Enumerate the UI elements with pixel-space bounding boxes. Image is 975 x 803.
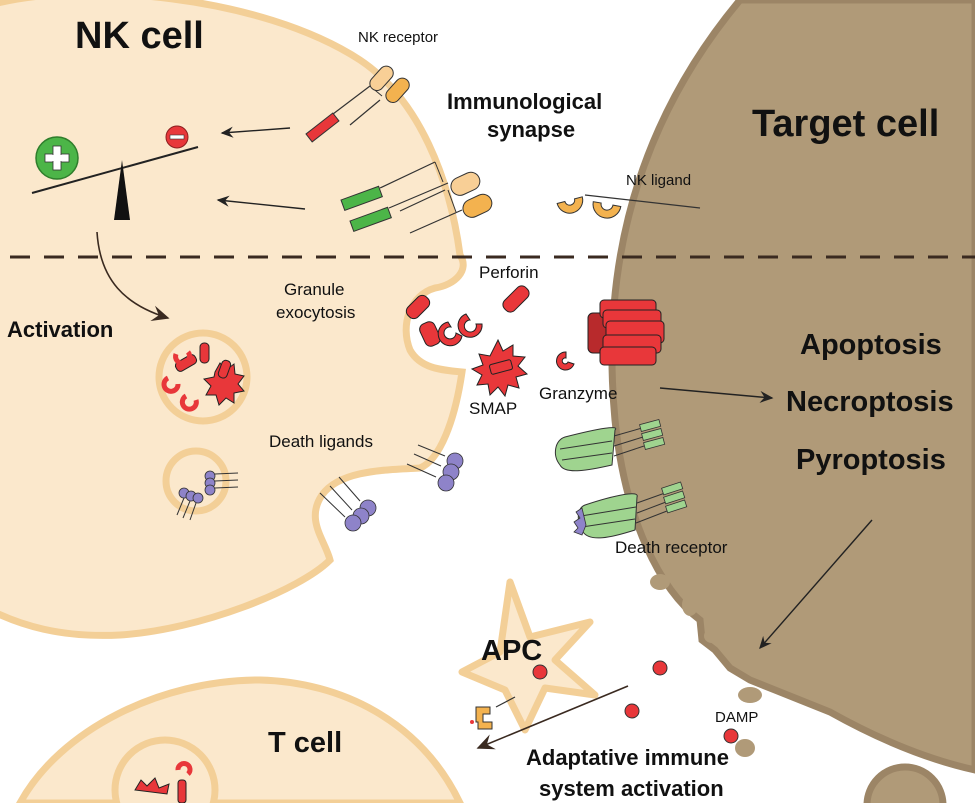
damp-label: DAMP <box>715 709 758 726</box>
adaptive-label-1: Adaptative immune <box>526 745 729 770</box>
death-receptor-label: Death receptor <box>615 538 728 557</box>
granzyme-icon <box>556 351 575 371</box>
immunological-synapse-label-2: synapse <box>487 117 575 142</box>
apc-title: APC <box>481 635 542 667</box>
perforin-label: Perforin <box>479 263 539 282</box>
cell-death-arrow <box>659 387 774 403</box>
apc-cell <box>458 578 599 734</box>
death-ligands-label: Death ligands <box>269 432 373 451</box>
nk-cell-title: NK cell <box>75 15 204 57</box>
granzyme-label: Granzyme <box>539 384 617 403</box>
death-ligand-icon <box>176 470 239 521</box>
adaptive-activation-arrow <box>476 685 629 750</box>
membrane-death-ligand-icon <box>319 444 464 532</box>
inhibitory-nk-receptor <box>305 65 410 143</box>
t-cell-granule-contents <box>134 761 193 803</box>
damp-particle <box>624 703 640 719</box>
smap-icon <box>470 338 529 398</box>
activation-arrow <box>96 231 170 322</box>
apoptotic-body <box>650 574 670 590</box>
target-cell-bleb <box>863 763 947 803</box>
immunological-synapse-label-1: Immunological <box>447 89 602 114</box>
t-cell-title: T cell <box>268 727 342 759</box>
granule-contents <box>161 342 245 412</box>
smap-label: SMAP <box>469 399 517 418</box>
nk-ligand-label: NK ligand <box>626 172 691 189</box>
granule-exocytosis-label-2: exocytosis <box>276 303 355 322</box>
apoptotic-body <box>738 687 762 703</box>
apoptotic-body <box>682 594 698 616</box>
target-cell <box>608 0 975 803</box>
nk-ligand-icon <box>556 194 701 219</box>
activating-arrow <box>216 195 306 210</box>
signal-balance <box>31 125 199 220</box>
target-cell-title: Target cell <box>752 103 939 145</box>
perforin-icon <box>405 285 530 347</box>
mhc-receptor-icon <box>470 696 516 730</box>
damp-particle <box>532 664 548 680</box>
nk-receptor-label: NK receptor <box>358 29 438 46</box>
nk-cell <box>0 0 467 639</box>
outcome-necroptosis: Necroptosis <box>786 386 954 418</box>
damp-release-arrow <box>759 519 873 650</box>
death-receptor-icon <box>554 419 666 472</box>
death-receptor-bound-icon <box>573 481 688 539</box>
adaptive-label-2: system activation <box>539 776 724 801</box>
granule-exocytosis-label-1: Granule <box>284 280 344 299</box>
damp-particle <box>652 660 668 676</box>
outcome-pyroptosis: Pyroptosis <box>796 444 946 476</box>
activation-label: Activation <box>7 317 113 342</box>
activating-nk-receptor <box>340 161 493 234</box>
damp-particle <box>723 728 739 744</box>
perforin-pore-icon <box>587 299 665 366</box>
outcome-apoptosis: Apoptosis <box>800 329 942 361</box>
t-cell <box>16 676 464 803</box>
apoptotic-body <box>704 629 720 643</box>
inhibitory-arrow <box>220 126 291 138</box>
apoptotic-body <box>735 739 755 757</box>
